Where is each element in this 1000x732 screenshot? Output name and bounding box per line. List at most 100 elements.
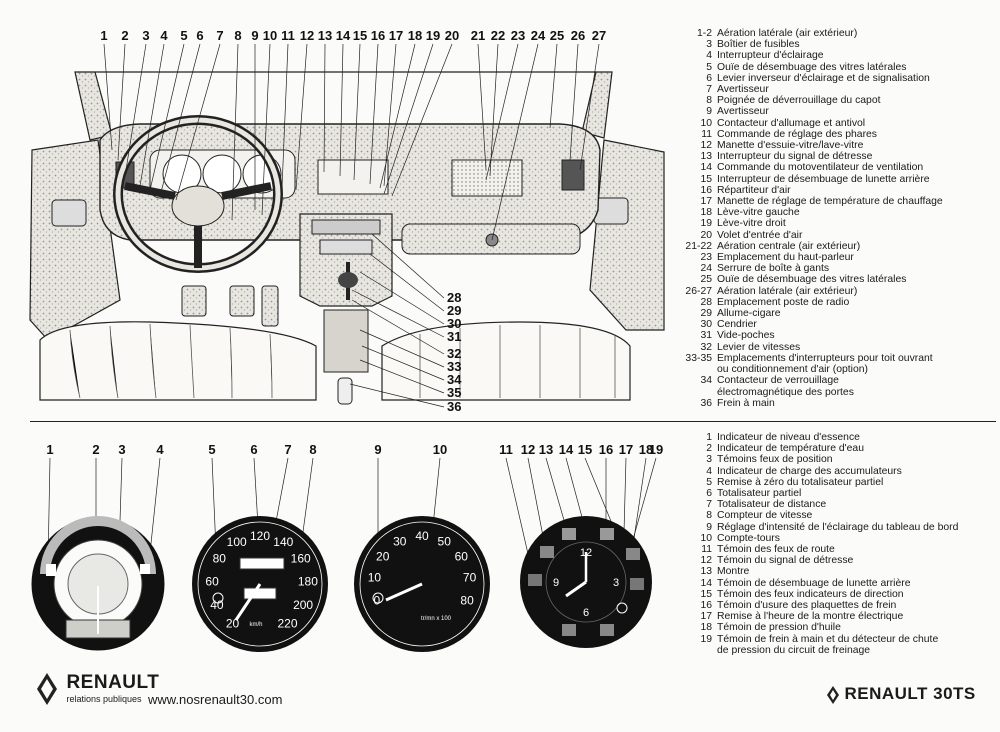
legend-text: Poignée de déverrouillage du capot (717, 95, 881, 107)
gauge-callout-13: 13 (539, 442, 553, 457)
legend-key: 19 (700, 218, 712, 230)
legend-text: Témoin de désembuage de lunette arrière (717, 577, 911, 589)
legend-text: électromagnétique des portes (717, 386, 854, 398)
fuel-icon (46, 564, 56, 576)
legend-text: Emplacements d'interrupteurs pour toit o… (717, 352, 933, 364)
leader-line (349, 383, 445, 408)
legend-key: 19 (700, 633, 712, 645)
leader-line (149, 43, 185, 191)
legend-text: Volet d'entrée d'air (717, 229, 803, 241)
callout-26: 26 (571, 28, 585, 43)
legend-key: 14 (700, 577, 712, 589)
callout-33: 33 (447, 359, 461, 374)
brake-pedal (229, 285, 255, 317)
legend-key: 3 (706, 39, 712, 51)
dial-tick-label: 70 (463, 571, 477, 585)
dial-tick-label: 200 (293, 598, 313, 612)
legend-key: 7 (706, 84, 712, 96)
legend-key: 6 (706, 72, 712, 84)
gauge-callout-9: 9 (374, 442, 381, 457)
legend-key: 30 (700, 319, 712, 331)
legend-text: Remise à zéro du totalisateur partiel (717, 476, 884, 488)
leader-line (261, 43, 271, 216)
leader-line (175, 43, 221, 201)
leader-line (379, 43, 416, 189)
legend-key: 8 (706, 95, 712, 107)
legend-key: 10 (700, 532, 712, 544)
callout-14: 14 (336, 28, 351, 43)
callout-9: 9 (251, 28, 258, 43)
leader-line (139, 43, 165, 187)
legend-key: 29 (700, 308, 712, 320)
handbrake (337, 377, 353, 405)
legend-text: Manette d'essuie-vitre/lave-vitre (717, 140, 864, 152)
dial-tick-label: 10 (368, 571, 382, 585)
gauge-callout-14: 14 (559, 442, 574, 457)
brand-left-sub: relations publiques (66, 694, 142, 704)
legend-row: 12 Manette d'essuie-vitre/lave-vitre (676, 140, 996, 151)
callout-6: 6 (196, 28, 203, 43)
legend-key: 1 (706, 432, 712, 443)
leader-line (391, 43, 453, 197)
right-side-vent (593, 197, 629, 225)
brand-left: RENAULT (66, 672, 160, 693)
callout-27: 27 (592, 28, 606, 43)
legend-key: 1-2 (696, 28, 712, 39)
legend-text: Manette de réglage de température de cha… (717, 196, 943, 208)
leader-line (369, 253, 445, 312)
website-url: www.nosrenault30.com (148, 692, 283, 707)
legend-key: 6 (706, 488, 712, 500)
oil-pressure-lamp (626, 548, 640, 560)
legend-key (676, 364, 717, 375)
callout-7: 7 (216, 28, 223, 43)
legend-key: 16 (700, 600, 712, 612)
leader-line (159, 43, 201, 197)
gauge-callout-11: 11 (499, 442, 513, 457)
legend-text: Lève-vitre droit (717, 218, 786, 230)
dial-tick-label: 30 (393, 534, 407, 548)
dial-tick-label: 60 (205, 575, 219, 589)
leader-line (359, 359, 445, 394)
callout-28: 28 (447, 290, 461, 305)
legend-text: Témoin du signal de détresse (717, 555, 854, 567)
gauge-callout-10: 10 (433, 442, 447, 457)
legend-key: 17 (700, 611, 712, 623)
gauge-callout-16: 16 (599, 442, 613, 457)
high-beam-lamp (528, 574, 542, 586)
legend-key (676, 645, 717, 656)
legend-text: Levier inverseur d'éclairage et de signa… (717, 72, 930, 84)
legend-row: de pression du circuit de freinage (676, 645, 996, 656)
gauge-callout-17: 17 (619, 442, 633, 457)
leader-line (351, 299, 445, 355)
speedo-unit: km/h (249, 622, 262, 628)
renault-diamond-icon (37, 673, 57, 705)
leader-line (361, 345, 445, 381)
combined-gauge (31, 516, 165, 651)
legend-text: Témoin des feux indicateurs de direction (717, 588, 904, 600)
turn-signal-lamp (630, 578, 644, 590)
legend-text: Ouïe de désembuage des vitres latérales (717, 274, 907, 286)
legend-key: 9 (706, 521, 712, 533)
legend-text: Emplacement du haut-parleur (717, 252, 854, 264)
left-seat (39, 321, 317, 401)
legend-key: 10 (700, 117, 712, 129)
speed-needle (234, 583, 262, 621)
left-pillar (74, 71, 113, 141)
legend-key: 12 (700, 140, 712, 152)
